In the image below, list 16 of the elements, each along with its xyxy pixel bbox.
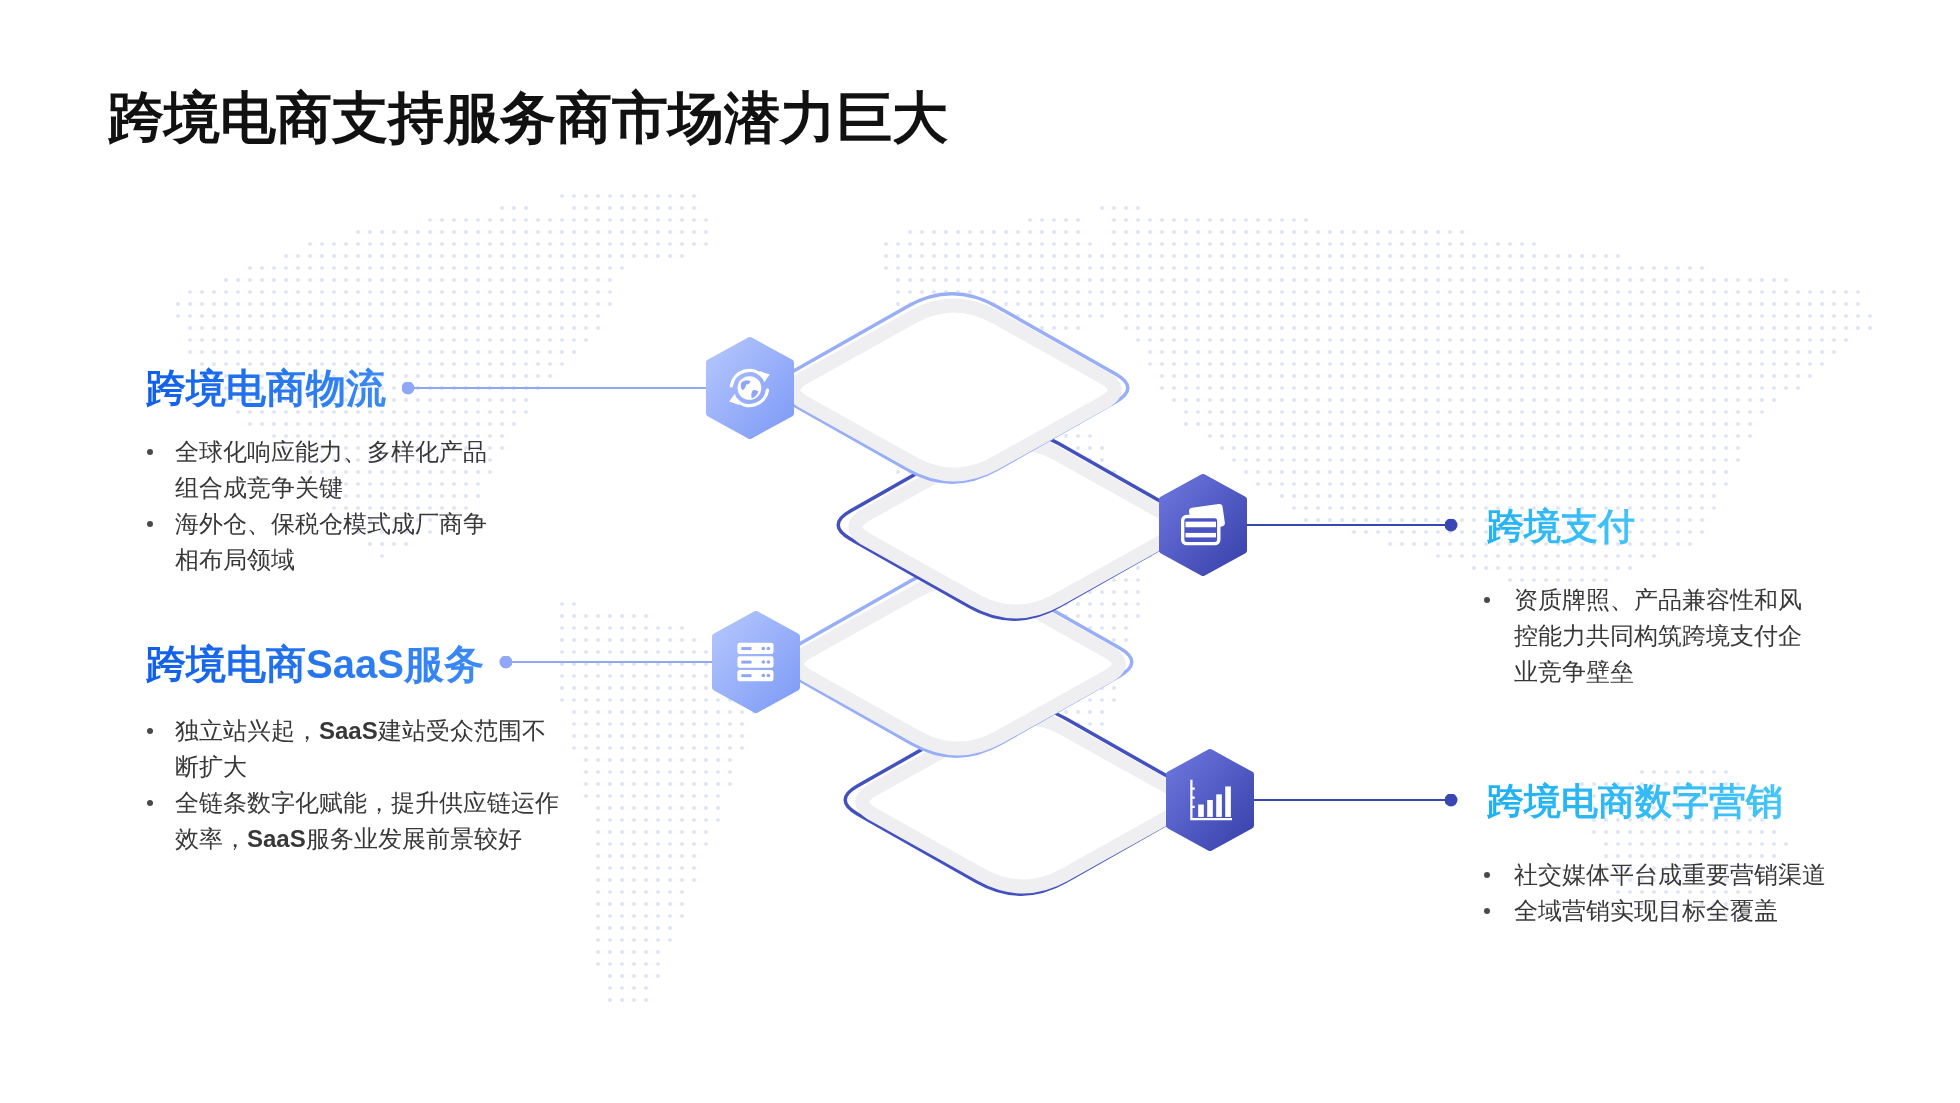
hexagon-badge: [1159, 474, 1247, 576]
bullet-text: 全域营销实现目标全覆盖: [1514, 896, 1778, 926]
bullet-text: 全链条数字化赋能，提升供应链运作效率，SaaS服务业发展前景较好: [175, 788, 560, 854]
hexagon-badge: [712, 611, 800, 713]
bullet-text: 海外仓、保税仓模式成厂商争相布局领域: [175, 509, 488, 575]
bullet-text: 独立站兴起，SaaS建站受众范围不断扩大: [175, 716, 547, 782]
hexagon-badge: [1166, 749, 1254, 851]
bullet-text: 全球化响应能力、多样化产品组合成竞争关键: [175, 437, 488, 503]
page-title: 跨境电商支持服务商市场潜力巨大: [108, 85, 948, 151]
bullet-text: 社交媒体平台成重要营销渠道: [1514, 860, 1826, 890]
hexagon-badge: [706, 337, 794, 439]
leader-line: [1246, 518, 1458, 532]
leader-line: [499, 655, 713, 669]
leader-line: [1253, 793, 1458, 807]
bullet-text: 资质牌照、产品兼容性和风控能力共同构筑跨境支付企业竞争壁垒: [1514, 585, 1803, 687]
leader-line: [401, 381, 707, 395]
